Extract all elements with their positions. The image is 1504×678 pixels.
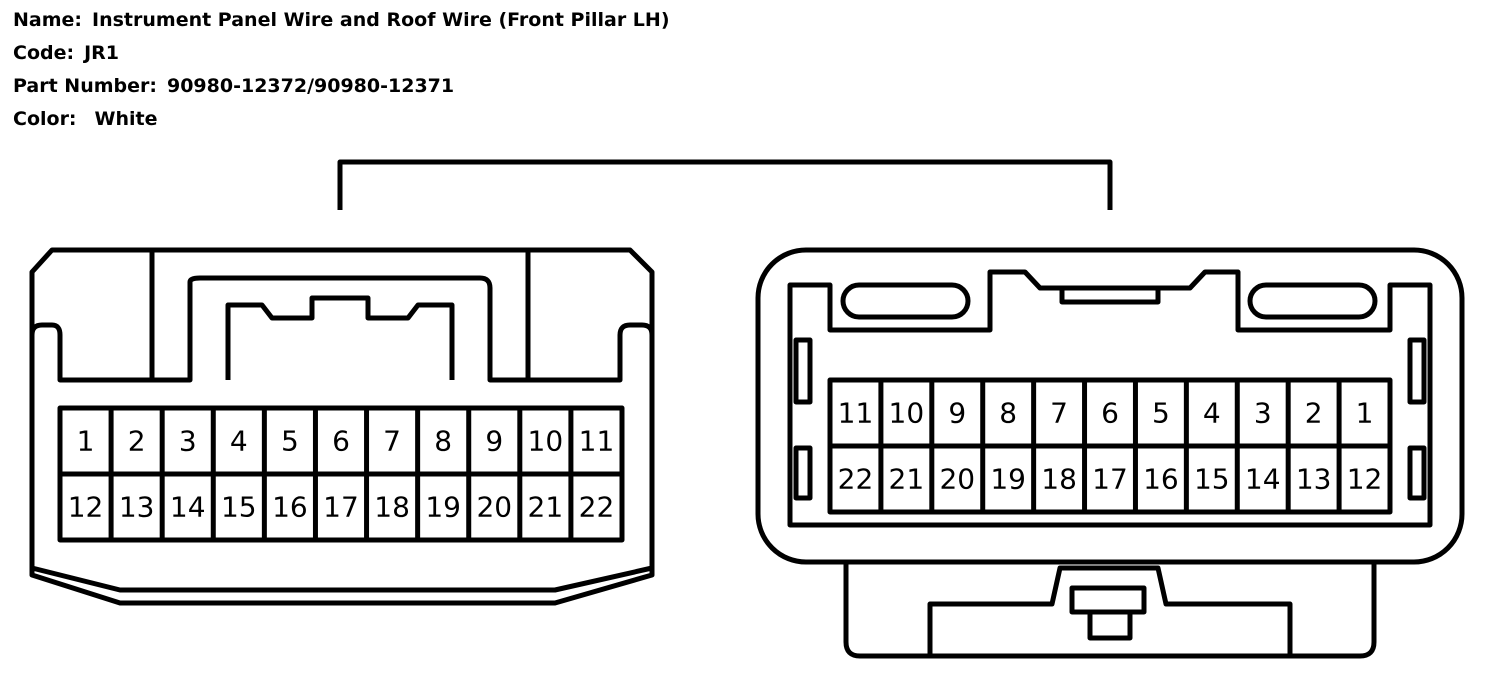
pin-label: 3 — [179, 425, 197, 458]
right-connector-side-tab-1 — [793, 337, 813, 405]
connector-code: JR1 — [84, 42, 120, 64]
pin-label: 19 — [425, 491, 461, 524]
pin-label: 3 — [1254, 397, 1272, 430]
name-row: Name: Instrument Panel Wire and Roof Wire… — [13, 4, 670, 37]
pin-label: 1 — [1356, 397, 1374, 430]
part-number: 90980-12372/90980-12371 — [166, 75, 455, 97]
left-bottom-pin-labels: 12 13 14 15 16 17 18 19 20 21 22 — [68, 491, 615, 524]
color-label: Color: — [13, 108, 77, 130]
right-connector-body — [755, 247, 1465, 565]
left-connector-inner-wall-right — [528, 322, 655, 383]
mating-bracket — [337, 159, 1113, 210]
connector-color: White — [94, 108, 158, 130]
right-connector-lower-latch — [927, 565, 1293, 656]
left-connector-lock-tab — [225, 295, 455, 380]
pin-label: 16 — [272, 491, 308, 524]
pin-label: 6 — [1101, 397, 1119, 430]
right-connector-slot-right — [1247, 282, 1378, 320]
pin-label: 22 — [838, 463, 874, 496]
pin-label: 15 — [221, 491, 257, 524]
part-number-row: Part Number: 90980-12372/90980-12371 — [13, 70, 670, 103]
right-connector-slot-left — [840, 282, 971, 320]
pin-label: 18 — [1041, 463, 1077, 496]
pin-label: 22 — [579, 491, 615, 524]
pin-label: 12 — [1347, 463, 1383, 496]
pin-label: 7 — [383, 425, 401, 458]
pin-label: 16 — [1143, 463, 1179, 496]
left-connector-bottom-rib — [31, 565, 653, 593]
pin-label: 19 — [990, 463, 1026, 496]
right-connector-latch — [1059, 288, 1161, 305]
pin-label: 1 — [77, 425, 95, 458]
name-label: Name: — [13, 9, 83, 31]
pin-label: 10 — [889, 397, 925, 430]
left-connector-lock-housing — [149, 252, 531, 383]
pin-label: 21 — [528, 491, 564, 524]
pin-label: 5 — [281, 425, 299, 458]
pin-label: 4 — [230, 425, 248, 458]
right-bottom-pin-labels: 22 21 20 19 18 17 16 15 14 13 12 — [838, 463, 1383, 496]
pin-label: 7 — [1050, 397, 1068, 430]
right-connector-lower-button — [1069, 585, 1147, 641]
pin-label: 13 — [119, 491, 155, 524]
pin-label: 20 — [476, 491, 512, 524]
left-connector-inner-wall — [29, 322, 152, 383]
pin-label: 14 — [1245, 463, 1281, 496]
code-label: Code: — [13, 42, 75, 64]
pin-label: 17 — [323, 491, 359, 524]
pin-label: 10 — [528, 425, 564, 458]
left-connector-body — [29, 247, 655, 606]
pin-label: 17 — [1092, 463, 1128, 496]
right-connector-inner-frame — [787, 269, 1433, 528]
left-connector — [29, 247, 655, 606]
connector-name: Instrument Panel Wire and Roof Wire (Fro… — [92, 9, 670, 31]
right-connector — [755, 247, 1465, 659]
pin-label: 14 — [170, 491, 206, 524]
pin-label: 6 — [332, 425, 350, 458]
pin-label: 9 — [948, 397, 966, 430]
left-pin-column-dividers — [108, 408, 574, 540]
pin-label: 18 — [374, 491, 410, 524]
right-pin-column-dividers — [878, 380, 1342, 512]
pin-label: 21 — [889, 463, 925, 496]
right-connector-side-tab-3 — [1407, 337, 1427, 405]
pin-label: 2 — [128, 425, 146, 458]
connector-info: Name: Instrument Panel Wire and Roof Wire… — [13, 4, 670, 136]
code-row: Code: JR1 — [13, 37, 670, 70]
pin-label: 12 — [68, 491, 104, 524]
pin-label: 20 — [939, 463, 975, 496]
right-connector-side-tab-4 — [1407, 445, 1427, 501]
pin-label: 2 — [1305, 397, 1323, 430]
right-connector-lower-housing — [843, 562, 1377, 659]
pin-label: 13 — [1296, 463, 1332, 496]
pin-label: 5 — [1152, 397, 1170, 430]
pin-label: 4 — [1203, 397, 1221, 430]
pin-label: 11 — [838, 397, 874, 430]
pin-label: 8 — [434, 425, 452, 458]
pin-label: 9 — [485, 425, 503, 458]
pin-label: 15 — [1194, 463, 1230, 496]
right-connector-side-tab-2 — [793, 445, 813, 501]
part-number-label: Part Number: — [13, 75, 157, 97]
pin-label: 8 — [999, 397, 1017, 430]
color-row: Color: White — [13, 103, 670, 136]
pin-label: 11 — [579, 425, 615, 458]
